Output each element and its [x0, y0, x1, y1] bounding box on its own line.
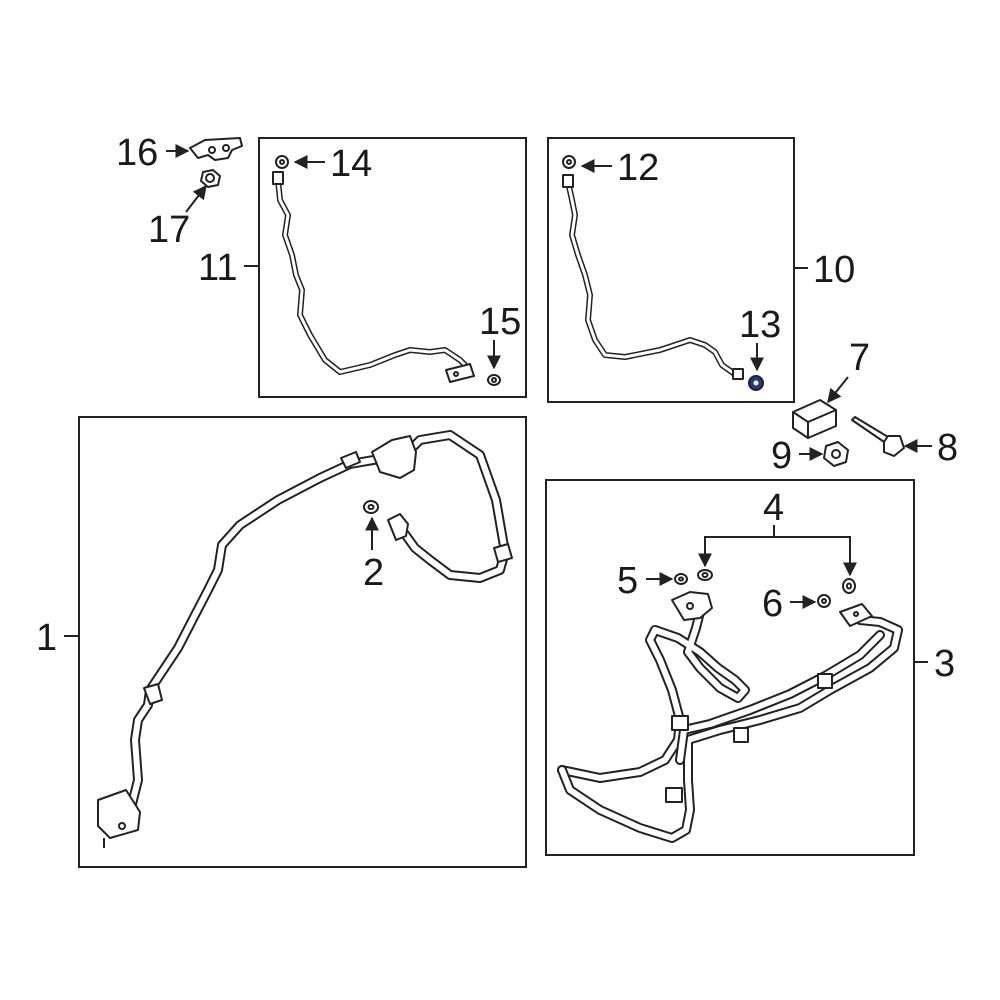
box-part-1: [78, 416, 527, 868]
tube-part-10: [562, 174, 744, 380]
seal-part-4b: [842, 578, 856, 594]
callout-12: 12: [617, 147, 659, 189]
leader-17: [185, 184, 207, 213]
box-part-3: [545, 479, 915, 856]
nut-part-17: [200, 169, 221, 188]
bolt-part-8: [851, 416, 905, 457]
box-part-11: [258, 137, 527, 398]
callout-2: 2: [363, 552, 384, 594]
callout-10: 10: [813, 249, 855, 291]
callout-3: 3: [934, 643, 955, 685]
callout-5: 5: [617, 560, 638, 602]
seal-part-5: [674, 573, 688, 585]
callout-9: 9: [771, 435, 792, 477]
seal-part-12: [562, 155, 576, 169]
bracket-part-16: [189, 137, 243, 161]
callout-13: 13: [739, 304, 781, 346]
callout-14: 14: [330, 143, 372, 185]
seal-part-13: [748, 375, 764, 391]
callout-7: 7: [849, 337, 870, 379]
callout-8: 8: [937, 427, 958, 469]
leader-4: [704, 536, 857, 577]
seal-part-6: [817, 594, 831, 608]
seal-part-2: [363, 500, 379, 514]
seal-part-14: [275, 155, 289, 169]
callout-16: 16: [116, 132, 158, 174]
callout-15: 15: [479, 301, 521, 343]
box-part-10: [547, 137, 795, 403]
callout-11: 11: [198, 247, 237, 289]
callout-4: 4: [763, 487, 784, 529]
nut-part-9: [823, 441, 849, 467]
seal-part-4a: [697, 569, 713, 581]
tube-part-11: [272, 171, 475, 383]
tube-assembly-part-3: [557, 591, 903, 843]
callout-17: 17: [148, 209, 190, 251]
callout-6: 6: [762, 583, 783, 625]
seal-part-15: [487, 374, 501, 386]
leader-7: [827, 376, 849, 404]
valve-block-part-7: [792, 399, 837, 439]
hose-part-1: [97, 430, 513, 848]
callout-1: 1: [36, 617, 57, 659]
